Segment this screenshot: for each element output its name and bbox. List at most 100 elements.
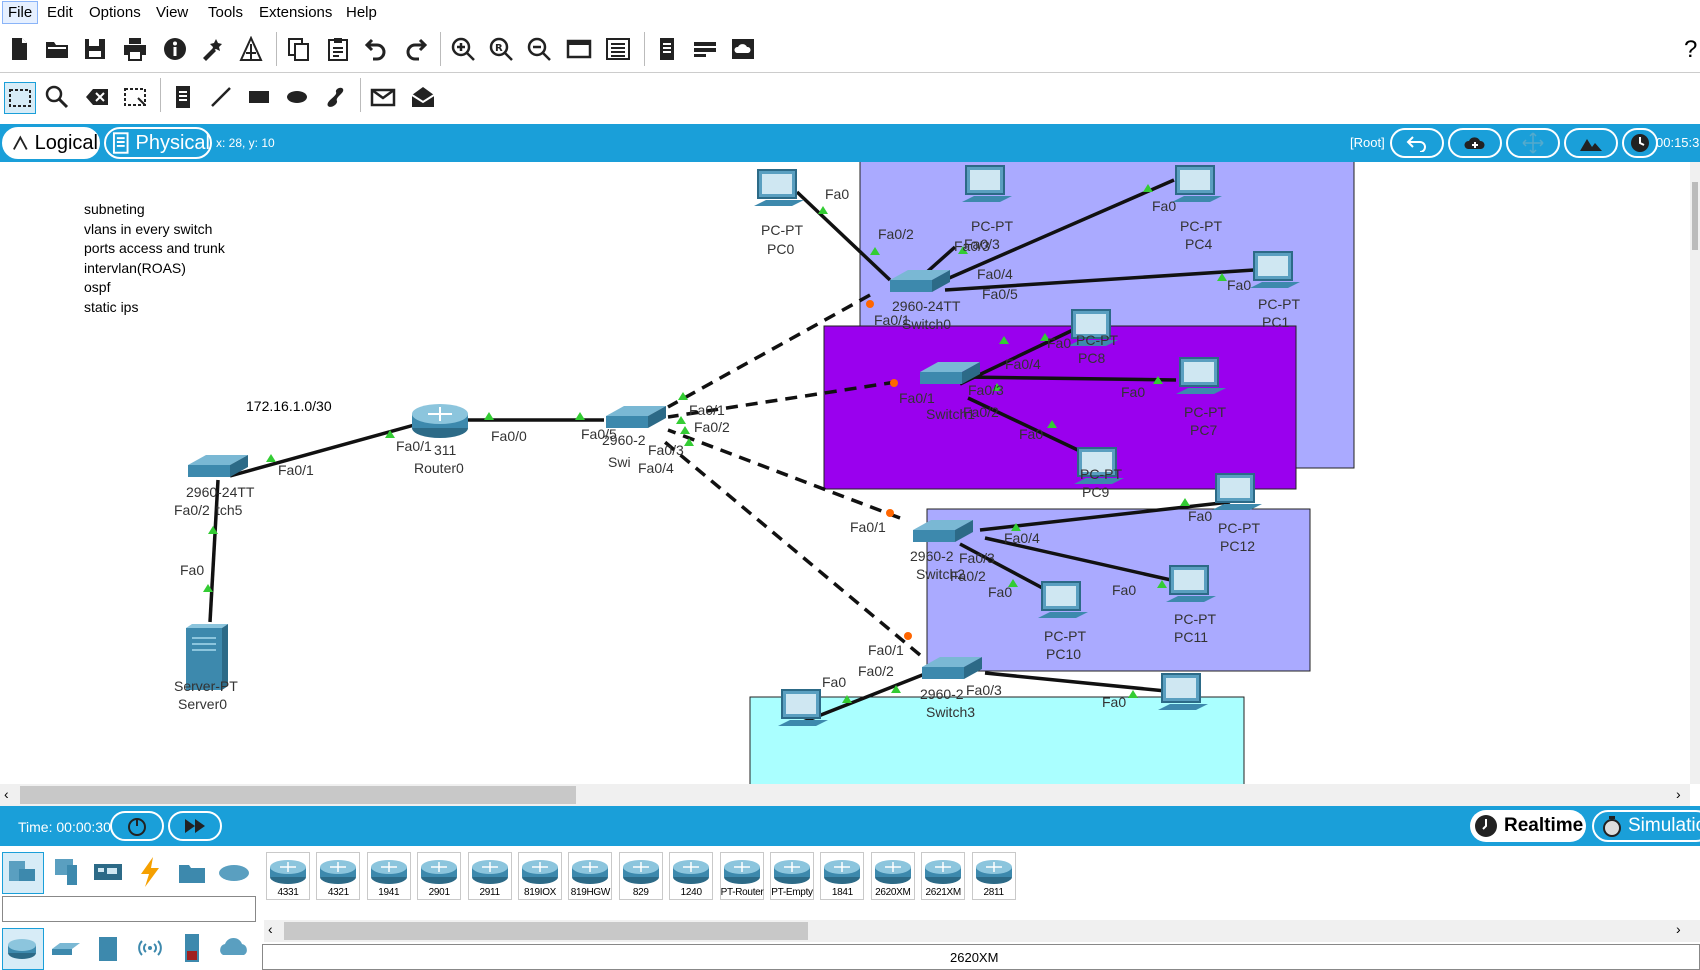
model-scroll-left-icon[interactable]: ‹ [268,921,273,937]
switch5-icon[interactable] [188,455,248,477]
menu-file[interactable]: File [2,1,39,24]
logical-workspace[interactable]: subneting vlans in every switch ports ac… [0,162,1690,784]
redo-icon[interactable] [400,34,430,64]
model-tile-829[interactable]: 829 [618,852,663,900]
move-object-button[interactable] [1506,128,1560,158]
pc10-icon[interactable] [1038,581,1088,618]
menu-help[interactable]: Help [346,4,377,21]
security-icon[interactable] [172,928,212,968]
model-tile-2901[interactable]: 2901 [417,852,462,900]
draw-ellipse-icon[interactable] [282,82,312,112]
draw-line-icon[interactable] [206,82,236,112]
undo-icon[interactable] [362,34,392,64]
scroll-left-icon[interactable]: ‹ [4,786,9,802]
pc8-icon[interactable] [1068,309,1118,346]
scroll-right-icon[interactable]: › [1676,786,1681,802]
save-icon[interactable] [80,34,110,64]
switch0-icon[interactable] [890,270,950,292]
switch4-icon[interactable] [606,406,666,428]
place-note-icon[interactable] [168,82,198,112]
menu-tools[interactable]: Tools [208,4,244,21]
zoom-in-icon[interactable] [448,34,478,64]
tab-logical[interactable]: Logical [2,127,100,159]
vertical-scrollbar[interactable] [1690,162,1700,784]
draw-rectangle-icon[interactable] [244,82,274,112]
cloud-icon[interactable] [728,34,758,64]
info-icon[interactable] [160,34,190,64]
components-icon[interactable] [88,852,128,892]
router0-icon[interactable] [412,404,468,438]
category-name-field[interactable] [2,896,256,922]
connections-icon[interactable] [130,852,170,892]
add-complex-pdu-icon[interactable] [408,82,438,112]
model-tile-2620xm[interactable]: 2620XM [870,852,915,900]
network-devices-icon[interactable] [2,852,42,892]
miscellaneous-icon[interactable] [172,852,212,892]
model-tile-1941[interactable]: 1941 [366,852,411,900]
fast-forward-button[interactable] [168,811,222,841]
pc3-icon[interactable] [962,165,1012,202]
model-tile-4321[interactable]: 4321 [316,852,361,900]
simulation-mode-button[interactable]: Simulatio [1592,810,1700,842]
network-icon[interactable] [236,34,266,64]
print-icon[interactable] [120,34,150,64]
hubs-icon[interactable] [88,928,128,968]
model-list-scrollbar-thumb[interactable] [284,922,808,940]
pc12-icon[interactable] [1212,473,1262,510]
multiuser-icon[interactable] [214,852,254,892]
notes-text[interactable]: subneting vlans in every switch ports ac… [84,200,225,317]
add-simple-pdu-icon[interactable] [368,82,398,112]
horizontal-scrollbar-thumb[interactable] [20,786,576,804]
help-icon[interactable]: ? [1684,36,1698,63]
switch2-icon[interactable] [913,520,973,542]
model-tile-pt-empty[interactable]: PT-Empty [770,852,814,900]
topology-diagram[interactable] [0,162,1690,784]
wireless-devices-icon[interactable] [130,928,170,968]
power-cycle-button[interactable] [110,811,164,841]
model-tile-2811[interactable]: 2811 [971,852,1016,900]
custom-devices-icon[interactable] [603,34,633,64]
menu-view[interactable]: View [156,4,189,21]
viewport-button[interactable] [1622,128,1658,158]
open-folder-icon[interactable] [42,34,72,64]
pc11-icon[interactable] [1166,565,1216,602]
notepad-icon[interactable] [652,34,682,64]
model-tile-819hgw[interactable]: 819HGW [568,852,613,900]
menu-options[interactable]: Options [89,4,141,21]
select-icon[interactable] [4,82,36,114]
pc1-icon[interactable] [1250,251,1300,288]
realtime-mode-button[interactable]: Realtime [1470,810,1586,842]
pc0-icon[interactable] [754,169,804,206]
model-tile-pt-router[interactable]: PT-Router [719,852,764,900]
new-cluster-button[interactable] [1448,128,1502,158]
menu-edit[interactable]: Edit [47,4,73,21]
paste-icon[interactable] [323,34,353,64]
resize-shape-icon[interactable] [120,82,150,112]
routers-icon[interactable] [2,928,42,968]
model-tile-819iox[interactable]: 819IOX [518,852,562,900]
model-tile-2621xm[interactable]: 2621XM [921,852,966,900]
zoom-reset-icon[interactable]: R [486,34,516,64]
set-background-button[interactable] [1564,128,1618,158]
copy-icon[interactable] [284,34,314,64]
pc-switch3-right-icon[interactable] [1158,673,1208,710]
model-tile-1240[interactable]: 1240 [669,852,714,900]
model-tile-4331[interactable]: 4331 [266,852,310,900]
wan-emulation-icon[interactable] [214,928,254,968]
inspect-icon[interactable] [42,82,72,112]
freeform-icon[interactable] [320,82,350,112]
menu-extensions[interactable]: Extensions [259,4,333,21]
pc7-icon[interactable] [1176,357,1226,394]
model-tile-2911[interactable]: 2911 [467,852,512,900]
model-tile-1841[interactable]: 1841 [820,852,865,900]
back-button[interactable] [1390,128,1444,158]
server0-icon[interactable] [186,624,228,690]
root-label[interactable]: [Root] [1350,135,1385,150]
vertical-scrollbar-thumb[interactable] [1692,182,1698,250]
tab-physical[interactable]: Physical [104,127,212,159]
zoom-out-icon[interactable] [524,34,554,64]
pc4-icon[interactable] [1172,165,1222,202]
delete-icon[interactable] [82,82,112,112]
drawing-palette-icon[interactable] [564,34,594,64]
dialog-icon[interactable] [690,34,720,64]
